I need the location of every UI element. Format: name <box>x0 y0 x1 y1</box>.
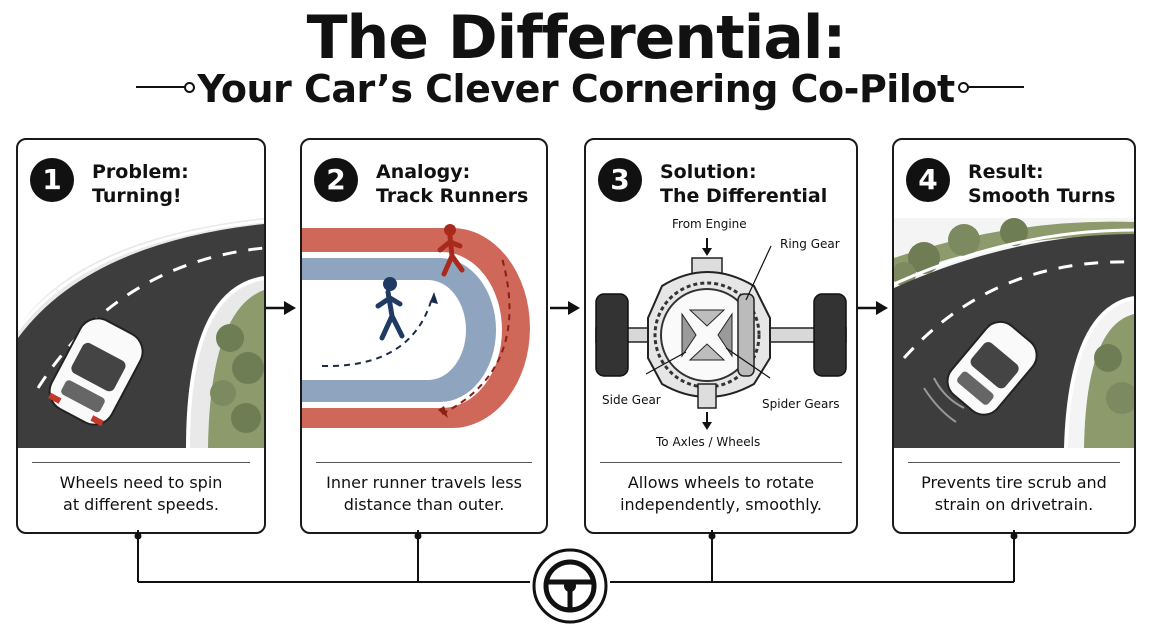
label-from-engine: From Engine <box>672 218 747 231</box>
label-to-axles: To Axles / Wheels <box>655 435 760 448</box>
right-wheel-icon <box>813 293 847 377</box>
panel-connector-lines <box>134 530 1018 624</box>
panel-title: Analogy:Track Runners <box>376 161 529 207</box>
differential-gear-diagram: From Engine Ring Gear Side Gear Spider G… <box>595 218 847 448</box>
step-number-badge: 1 <box>30 158 74 202</box>
steering-wheel-icon <box>532 548 608 624</box>
arrow-right-icon <box>550 301 580 315</box>
car-icon <box>48 317 144 427</box>
panel-title: Solution:The Differential <box>660 161 828 207</box>
caption-divider <box>32 462 250 463</box>
runner-icon <box>375 277 405 341</box>
curving-road-car-illustration <box>18 218 264 448</box>
panel-solution: 3 Solution:The Differential From Engine … <box>584 138 858 534</box>
title-decoration-dot-left <box>184 82 195 93</box>
panel-title: Problem:Turning! <box>92 161 189 207</box>
diagram-title: The Differential: <box>306 3 847 73</box>
label-spider-gears: Spider Gears <box>762 397 840 411</box>
caption-divider <box>600 462 842 463</box>
caption-divider <box>908 462 1120 463</box>
label-side-gear: Side Gear <box>602 393 661 407</box>
step-number-badge: 2 <box>314 158 358 202</box>
title-decoration-line-left <box>136 86 186 88</box>
panel-title: Result:Smooth Turns <box>968 161 1116 207</box>
arrow-right-icon <box>858 301 888 315</box>
car-icon <box>946 320 1038 416</box>
runner-icon <box>437 224 465 277</box>
step-number-badge: 3 <box>598 158 642 202</box>
caption-divider <box>316 462 532 463</box>
panel-result: 4 Result:Smooth Turns Prevents tire scru… <box>892 138 1136 534</box>
diagram-subtitle: Your Car’s Clever Cornering Co-Pilot <box>197 67 955 111</box>
running-track-illustration <box>302 224 530 428</box>
title-decoration-line-right <box>968 86 1024 88</box>
arrow-right-icon <box>266 301 296 315</box>
left-wheel-icon <box>595 293 629 377</box>
panel-analogy: 2 Analogy:Track Runners Inner runner tra… <box>300 138 548 534</box>
smooth-turn-car-illustration <box>894 218 1134 448</box>
label-ring-gear: Ring Gear <box>780 237 840 251</box>
step-number-badge: 4 <box>906 158 950 202</box>
